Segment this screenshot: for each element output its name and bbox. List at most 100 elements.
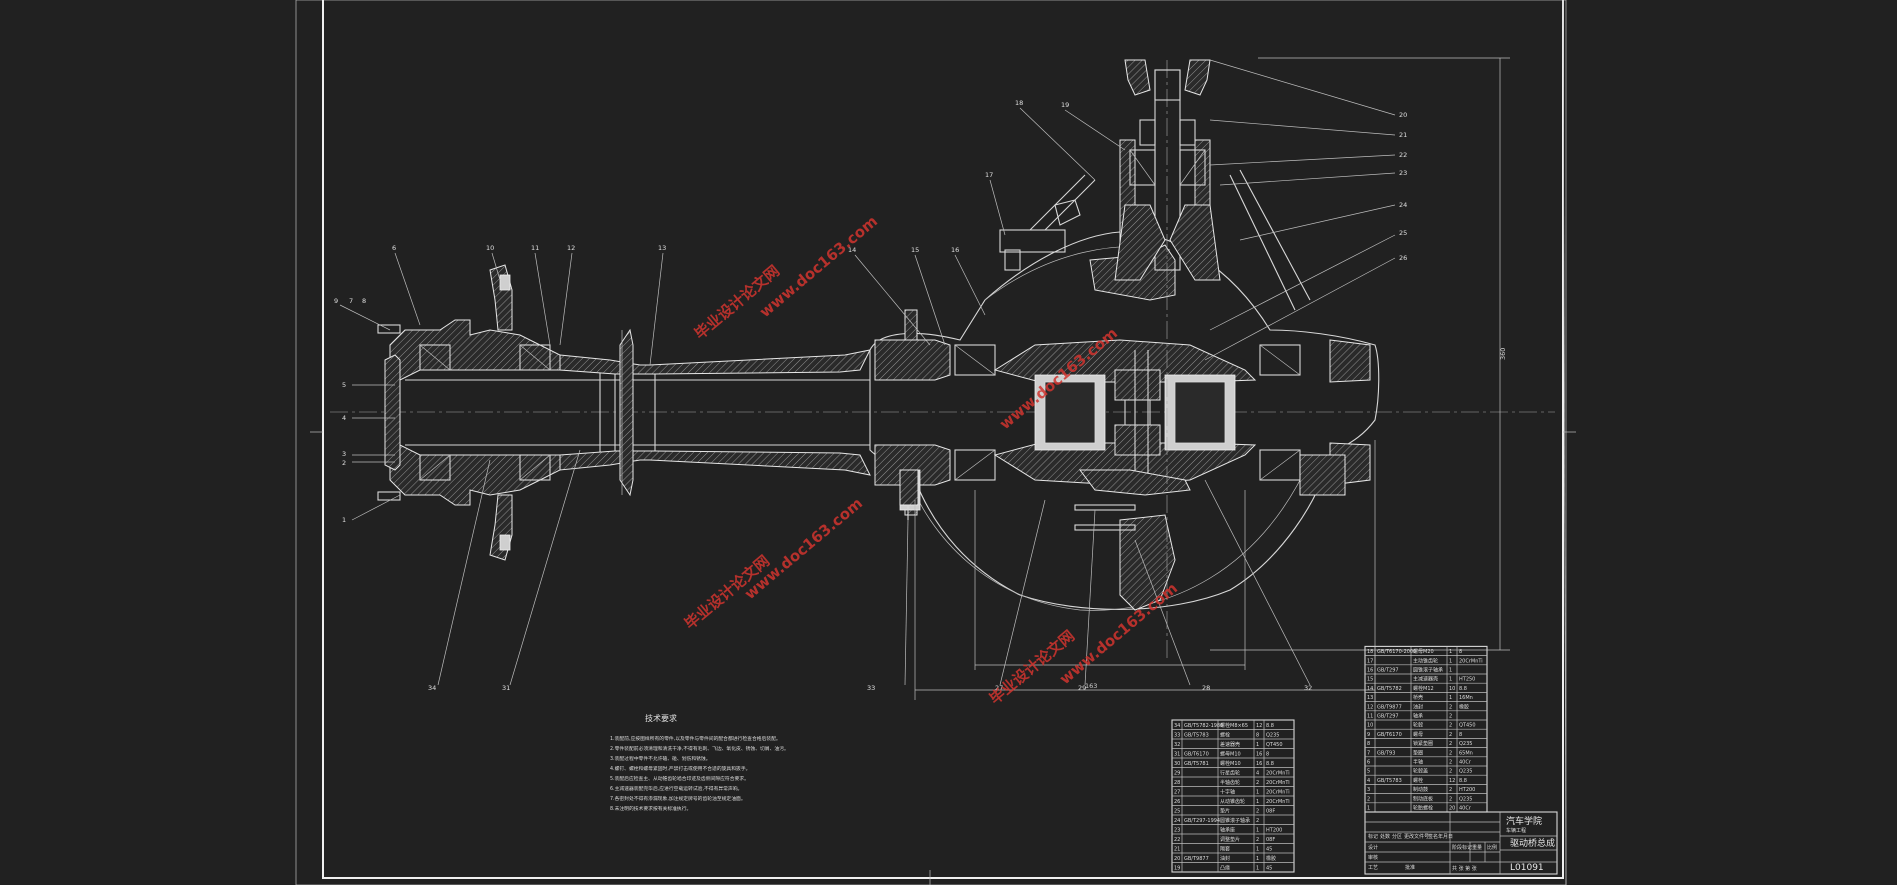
bom-cell-qty: 1 (1256, 742, 1259, 748)
title-row-labels: 签名 (1428, 833, 1438, 840)
dimension-height: 360 (1499, 348, 1507, 360)
tech-note-line: 5.装配后应检查主、从动锥齿轮啮合印迹及齿侧间隙应符合要求。 (610, 775, 749, 782)
bom-cell-no: 30 (1174, 761, 1180, 767)
bom-cell-no: 34 (1174, 723, 1180, 729)
sign-process: 工艺 (1368, 865, 1378, 871)
bom-cell-qty: 2 (1449, 704, 1452, 710)
bom-cell-no: 3 (1367, 787, 1370, 793)
bom-cell-name: 制动鼓 (1413, 786, 1428, 793)
bom-cell-no: 13 (1367, 695, 1373, 701)
bom-cell-code: GB/T297 (1377, 714, 1399, 720)
balloon-25: 25 (1399, 229, 1407, 237)
bom-cell-no: 2 (1367, 796, 1370, 802)
tech-note-line: 1.装配前,应按图样所有的零件,以及零件与零件间的配合都进行检查合格后装配。 (610, 735, 781, 742)
balloon-1: 1 (342, 516, 346, 524)
bom-cell-qty: 2 (1449, 750, 1452, 756)
bom-cell-name: 螺栓M10 (1220, 760, 1241, 767)
tech-note-line: 8.未注明的技术要求按有关标准执行。 (610, 805, 691, 812)
bom-cell-mat: 8.8 (1266, 723, 1274, 729)
bom-cell-qty: 10 (1449, 686, 1455, 692)
bom-cell-qty: 1 (1256, 856, 1259, 862)
bom-cell-mat: 65Mn (1459, 750, 1473, 756)
bom-cell-no: 7 (1367, 750, 1370, 756)
bom-cell-mat: 45 (1266, 866, 1272, 872)
bom-cell-name: 螺栓M12 (1413, 685, 1434, 692)
bom-cell-mat: 橡胶 (1459, 703, 1469, 710)
differential-assembly (869, 59, 1380, 660)
bom-cell-mat: 08F (1266, 809, 1275, 815)
bom-cell-no: 12 (1367, 704, 1373, 710)
bom-cell-code: GB/T6170-2000 (1377, 649, 1416, 655)
bom-cell-mat: 20CrMnTi (1266, 771, 1290, 777)
bom-cell-mat: 08F (1266, 837, 1275, 843)
bom-cell-no: 21 (1174, 847, 1180, 853)
bom-cell-qty: 2 (1256, 818, 1259, 824)
bom-cell-no: 23 (1174, 828, 1180, 834)
balloon-12: 12 (567, 244, 575, 252)
balloon-34: 34 (428, 684, 436, 692)
title-row-labels: 处数 (1380, 833, 1390, 840)
bom-cell-qty: 8 (1256, 733, 1259, 739)
sheet-count: 共 张 第 张 (1452, 865, 1477, 872)
bom-cell-name: 螺母M20 (1413, 648, 1434, 655)
tech-notes-title: 技术要求 (645, 713, 677, 723)
bom-cell-no: 20 (1174, 856, 1180, 862)
bom-cell-name: 轮毂 (1413, 722, 1423, 729)
bom-cell-name: 主减速器壳 (1413, 676, 1438, 683)
bom-cell-qty: 2 (1449, 732, 1452, 738)
balloon-17: 17 (985, 171, 993, 179)
bom-cell-qty: 2 (1449, 769, 1452, 775)
bom-cell-mat: 橡胶 (1266, 855, 1276, 862)
bom-cell-qty: 1 (1256, 866, 1259, 872)
bom-cell-qty: 2 (1449, 714, 1452, 720)
bom-cell-code: GB/T6170 (1377, 732, 1402, 738)
bom-cell-name: 隔套 (1220, 846, 1230, 853)
tech-note-line: 3.装配过程中零件不允许磕、碰、划伤和锈蚀。 (610, 755, 711, 762)
balloon-6: 6 (392, 244, 396, 252)
title-block: 标记 处数 分区 更改文件号 签名 年月日 设计 审核 工艺 批准 阶段标记 重… (1364, 811, 1558, 875)
bom-cell-qty: 1 (1256, 790, 1259, 796)
balloon-29: 29 (1078, 684, 1086, 692)
bom-cell-mat: HT200 (1459, 787, 1475, 793)
bom-cell-mat: 20CrMnTi (1266, 790, 1290, 796)
bom-cell-qty: 1 (1256, 847, 1259, 853)
balloon-10: 10 (486, 244, 494, 252)
bom-cell-no: 17 (1367, 658, 1373, 664)
bom-cell-qty: 1 (1449, 677, 1452, 683)
scale-label: 比例 (1487, 844, 1497, 851)
balloon-33: 33 (867, 684, 875, 692)
school-name: 汽车学院 (1506, 815, 1542, 827)
bom-cell-no: 8 (1367, 741, 1370, 747)
bom-cell-name: 轮毂盖 (1413, 768, 1428, 775)
bom-cell-mat: 8 (1459, 732, 1462, 738)
bom-cell-qty: 1 (1449, 668, 1452, 674)
bom-cell-mat: QT450 (1459, 723, 1476, 729)
bom-cell-no: 18 (1367, 649, 1373, 655)
balloon-7: 7 (349, 297, 353, 305)
school-sub: 车辆工程 (1506, 827, 1526, 834)
bom-cell-mat: 16Mn (1459, 695, 1473, 701)
bom-cell-name: 主动锥齿轮 (1413, 657, 1438, 664)
balloon-20: 20 (1399, 111, 1407, 119)
bom-cell-mat: 8.8 (1459, 686, 1467, 692)
bom-cell-name: 半轴齿轮 (1220, 779, 1240, 786)
bom-cell-no: 27 (1174, 790, 1180, 796)
bom-cell-qty: 2 (1449, 760, 1452, 766)
bom-cell-mat: Q235 (1459, 741, 1472, 747)
